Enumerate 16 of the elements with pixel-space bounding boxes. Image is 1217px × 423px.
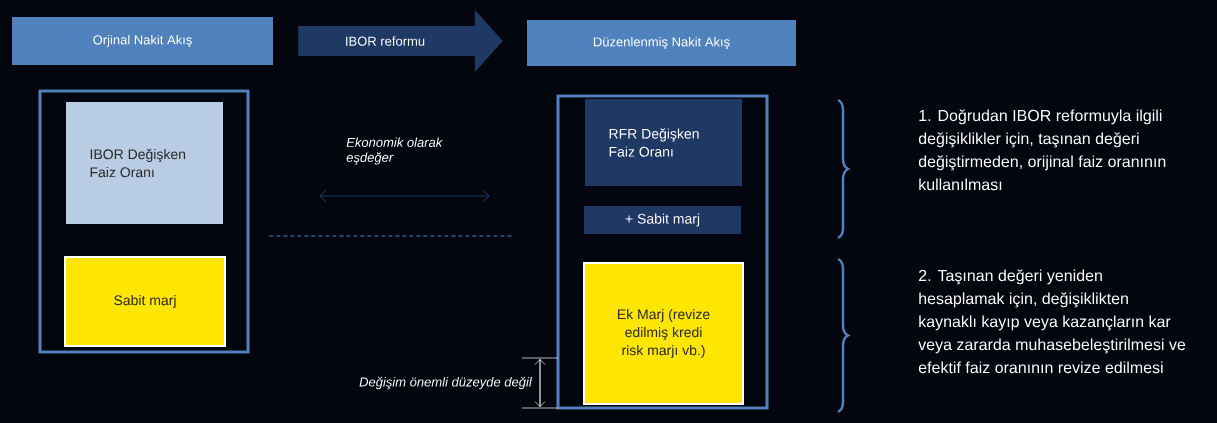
margin-box: Sabit marj [64, 256, 226, 347]
edge-label: Ekonomik olarak eşdeğer [346, 137, 443, 165]
note-text: Değişim önemli düzeyde değil [359, 376, 533, 390]
group-frame [38, 89, 250, 354]
double-arrow [319, 189, 490, 203]
margin-box: + Sabit marj [584, 206, 741, 234]
rate-box: IBOR Değişken Faiz Oranı [66, 102, 223, 224]
explanation-text: 2. Taşınan değeri yeniden hesaplamak için, değişiklikten kaynaklı kayıp veya kazançların kar veya zararda muhasebeleştirilmesi ve efektif faiz oranının revize edilmesi [918, 269, 1186, 374]
rate-box: RFR Değişken Faiz Oranı [585, 99, 742, 186]
group-frame [556, 94, 769, 410]
edge-label: IBOR reformu [346, 36, 425, 46]
header-box: Düzenlenmiş Nakit Akış [527, 20, 796, 66]
header-box: Orjinal Nakit Akış [12, 17, 273, 65]
explanation-text: 1. Doğrudan IBOR reformuyla ilgili değişiklikler için, taşınan değeri değiştirmeden, orijinal faiz oranının kullanılması [918, 109, 1166, 191]
margin-box: Ek Marj (revize edilmiş kredi risk marjı vb.) [583, 262, 744, 405]
dashed-line [268, 235, 515, 237]
